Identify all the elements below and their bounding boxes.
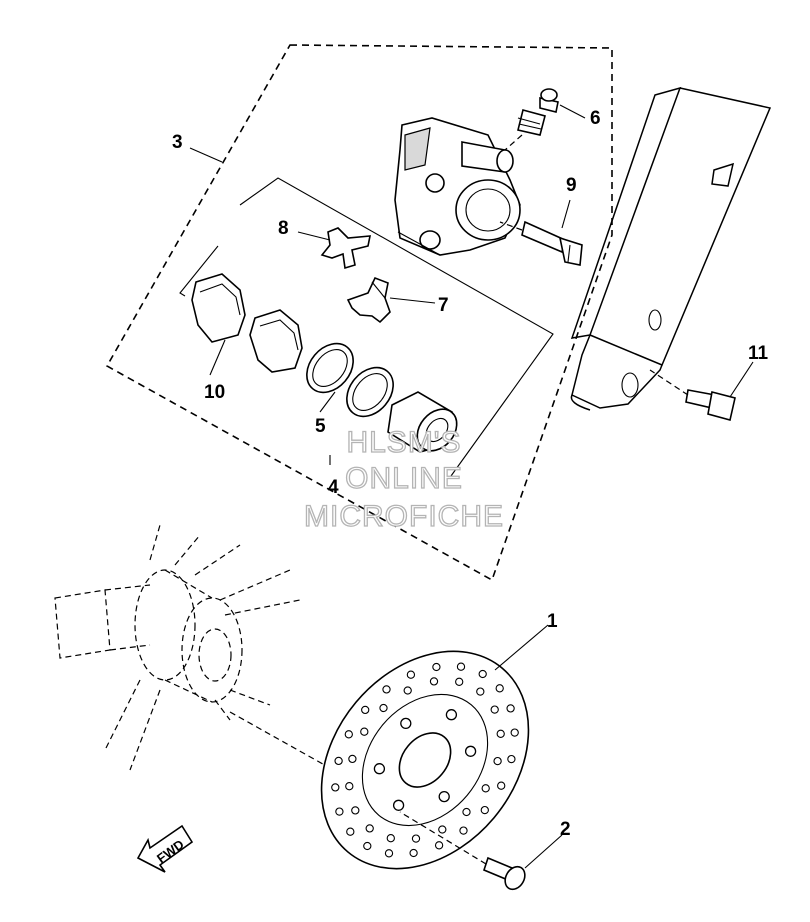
disc-vent-hole — [346, 827, 355, 836]
disc-vent-hole — [406, 670, 416, 679]
disc-vent-hole — [345, 782, 354, 791]
disc-vent-hole — [507, 754, 516, 764]
disc-vent-hole — [506, 704, 515, 713]
disc-vent-hole — [480, 805, 489, 815]
callout-10: 10 — [204, 382, 225, 403]
disc-mount-hole — [400, 717, 412, 730]
disc-vent-hole — [348, 754, 357, 764]
disc-vent-hole — [490, 705, 499, 714]
disc-vent-hole — [411, 834, 421, 843]
disc-mount-hole — [373, 763, 386, 775]
seal-kit-bracket — [239, 177, 554, 477]
bleed-screw — [504, 88, 559, 151]
disc-vent-hole — [363, 841, 372, 851]
pad-spring — [320, 227, 371, 270]
disc-vent-hole — [478, 669, 487, 679]
disc-vent-hole — [462, 807, 471, 817]
disc-vent-hole — [455, 677, 464, 686]
disc-vent-hole — [496, 729, 505, 738]
watermark: HLSM'S ONLINE MICROFICHE — [303, 425, 504, 533]
callout-2: 2 — [560, 819, 571, 840]
disc-vent-hole — [481, 784, 490, 793]
caliper-piston — [387, 391, 458, 453]
pad-clip — [346, 276, 391, 324]
callout-11: 11 — [748, 343, 769, 364]
callout-5: 5 — [315, 416, 326, 437]
disc-vent-hole — [365, 824, 374, 833]
disc-vent-hole — [403, 686, 412, 695]
disc-vent-hole — [429, 677, 439, 686]
disc-mount-hole — [438, 790, 450, 803]
forward-direction-arrow: FWD — [136, 824, 194, 873]
disc-vent-hole — [344, 730, 353, 739]
disc-vent-hole — [386, 834, 395, 843]
disc-mount-hole — [464, 745, 477, 757]
disc-vent-hole — [382, 685, 391, 694]
disc-vent-hole — [438, 825, 447, 834]
callout-4: 4 — [328, 477, 339, 498]
disc-vent-hole — [384, 849, 394, 858]
callout-7: 7 — [438, 295, 449, 316]
disc-mount-leader — [229, 711, 331, 769]
disc-vent-hole — [459, 826, 468, 835]
disc-vent-hole — [456, 662, 466, 671]
disc-vent-hole — [361, 705, 370, 715]
disc-vent-hole — [432, 662, 441, 672]
caliper-bolt — [499, 220, 583, 266]
brake-pad-left — [191, 273, 246, 343]
piston-seals — [306, 342, 394, 418]
disc-mount-hole — [392, 799, 405, 811]
mounting-bolt — [649, 369, 736, 421]
disc-vent-hole — [493, 756, 502, 766]
leader-lines — [189, 104, 754, 869]
disc-screw — [399, 811, 526, 891]
watermark-line-1: HLSM'S — [346, 426, 461, 459]
disc-vent-hole — [334, 756, 343, 766]
disc-vent-hole — [510, 728, 519, 737]
pad-kit-bracket — [179, 245, 219, 297]
disc-vent-hole — [476, 687, 485, 696]
caliper-body — [394, 117, 521, 256]
watermark-line-2: ONLINE — [345, 462, 463, 495]
callout-3: 3 — [172, 132, 183, 153]
disc-vent-hole — [351, 806, 360, 815]
callout-1: 1 — [547, 611, 558, 632]
caliper-assembly-boundary — [105, 44, 613, 582]
disc-vent-hole — [495, 684, 504, 693]
callout-8: 8 — [278, 218, 289, 239]
wheel-hub — [54, 524, 301, 771]
callout-6: 6 — [590, 108, 601, 129]
disc-vent-hole — [335, 807, 344, 816]
brake-pad-right — [249, 309, 303, 373]
disc-vent-hole — [331, 783, 340, 792]
callout-9: 9 — [566, 175, 577, 196]
disc-vent-hole — [497, 781, 506, 790]
disc-vent-hole — [360, 727, 369, 736]
disc-mount-hole — [445, 709, 458, 721]
brake-disc — [320, 650, 530, 870]
front-fork-leg — [570, 86, 772, 411]
disc-vent-hole — [379, 703, 388, 713]
watermark-line-3: MICROFICHE — [304, 500, 504, 533]
disc-vent-hole — [409, 848, 418, 858]
disc-vent-hole — [434, 841, 444, 850]
